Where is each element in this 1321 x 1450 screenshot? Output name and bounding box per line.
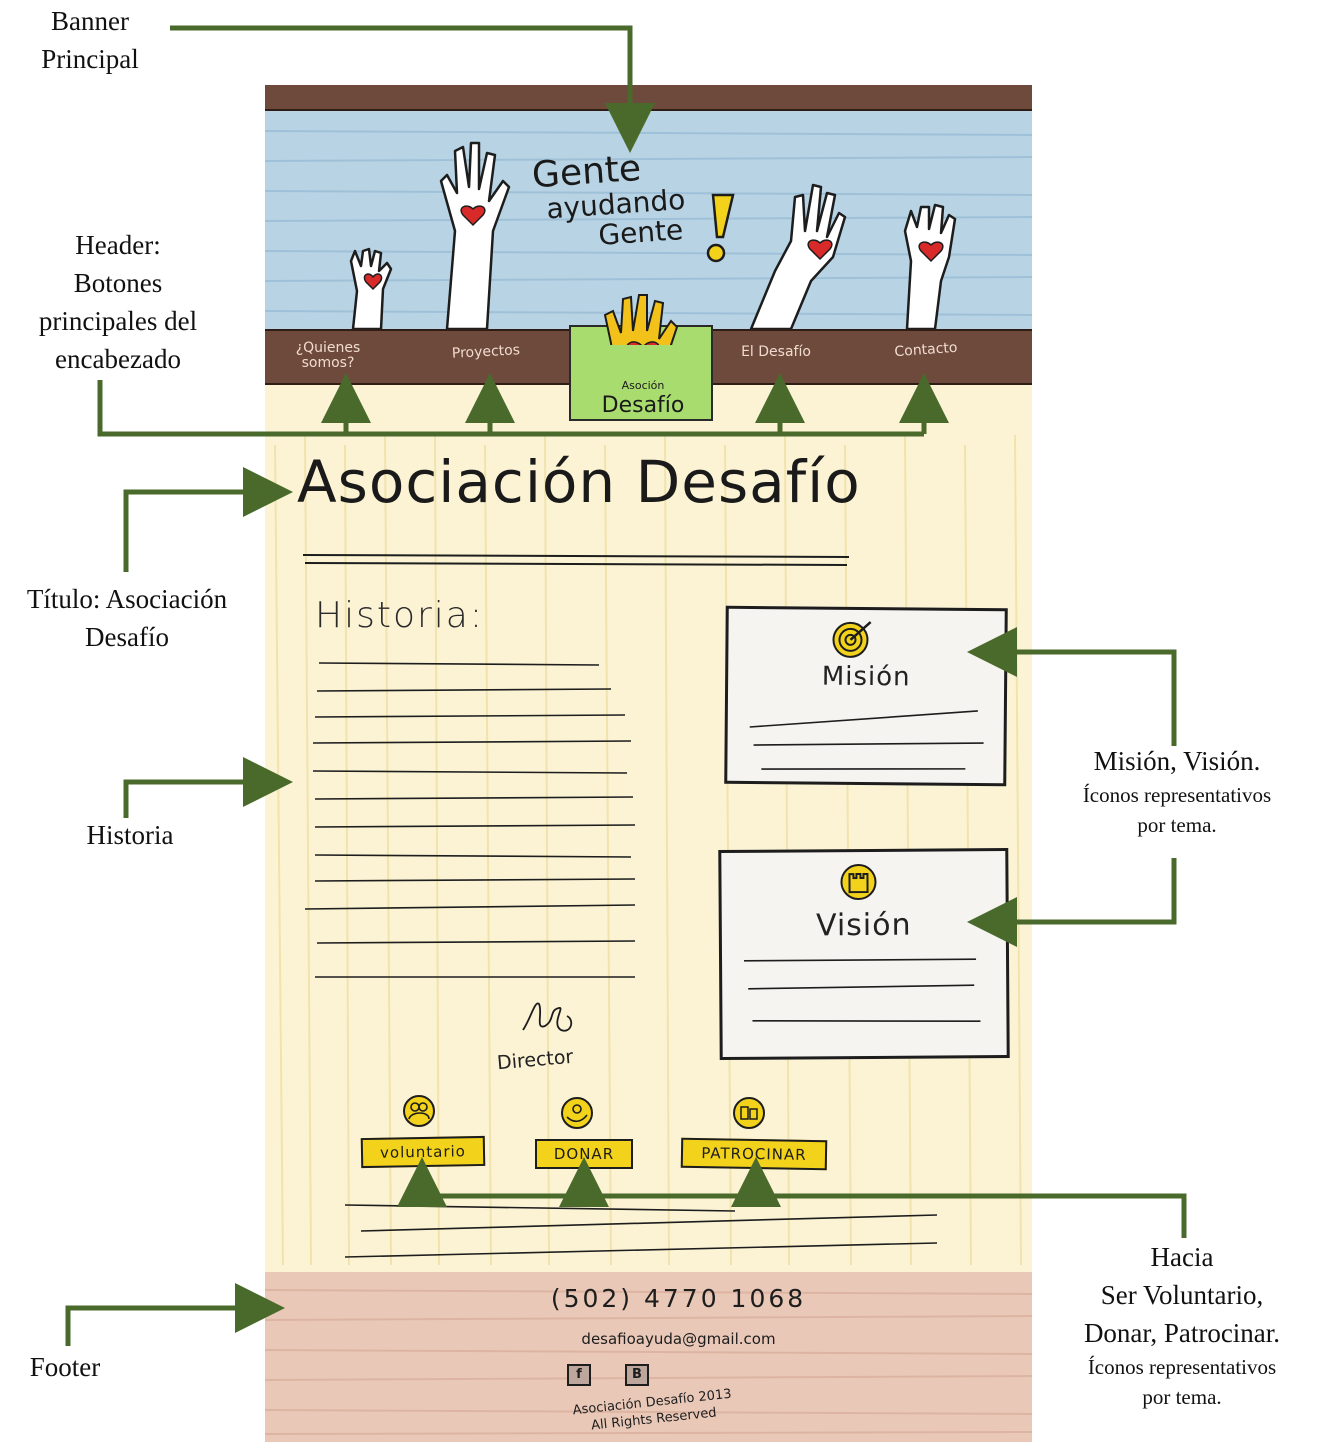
building-icon	[733, 1097, 765, 1129]
banner-texture	[265, 130, 1032, 316]
mision-card: Misión	[724, 605, 1008, 787]
note-cta: Hacia Ser Voluntario, Donar, Patrocinar.…	[1052, 1238, 1312, 1412]
vision-title: Visión	[815, 907, 912, 944]
top-wood-strip	[265, 85, 1032, 111]
director-signature	[522, 1002, 573, 1032]
patrocinar-button[interactable]: PATROCINAR	[680, 1137, 828, 1171]
title-underline	[302, 554, 850, 566]
note-banner-line-1: Banner	[51, 6, 129, 36]
note-title: Título: Asociación Desafío	[2, 580, 252, 656]
page-title: Asociación Desafío	[297, 448, 861, 516]
blogger-icon[interactable]: B	[625, 1364, 649, 1386]
sketch-page: Gente ayudando Gente ¿Quienes somos? Pro…	[265, 85, 1032, 1442]
note-title-line-1: Título: Asociación	[26, 584, 228, 614]
footer: (502) 4770 1068 desafioayuda@gmail.com f…	[265, 1272, 1032, 1442]
note-header-line-1: Header:	[75, 230, 161, 260]
hand-heart-logo-icon	[603, 294, 679, 345]
note-cta-sub-1: Íconos representativos	[1087, 1355, 1277, 1379]
note-mision-vision: Misión, Visión. Íconos representativos p…	[1052, 742, 1302, 840]
note-mision-vision-sub-2: por tema.	[1137, 813, 1217, 837]
raised-hands-illustration	[349, 141, 957, 329]
hand-coin-icon	[561, 1097, 593, 1129]
note-cta-line-2: Ser Voluntario,	[1100, 1280, 1264, 1310]
note-title-line-2: Desafío	[85, 622, 169, 652]
logo-text-large: Desafío	[601, 393, 685, 418]
note-banner-line-2: Principal	[41, 44, 139, 74]
heart-icon	[363, 205, 944, 291]
castle-icon	[840, 864, 877, 901]
note-header: Header: Botones principales del encabeza…	[18, 226, 218, 378]
note-cta-line-3: Donar, Patrocinar.	[1083, 1318, 1281, 1348]
vision-card: Visión	[718, 847, 1010, 1061]
nav-item-el-desafio[interactable]: El Desafío	[741, 344, 811, 360]
historia-heading: Historia:	[315, 595, 484, 636]
footer-texture	[265, 1289, 1032, 1435]
note-cta-line-1: Hacia	[1150, 1242, 1214, 1272]
vision-text-placeholder	[744, 958, 981, 1022]
footer-email[interactable]: desafioayuda@gmail.com	[581, 1330, 776, 1348]
people-icon	[403, 1095, 435, 1127]
nav-item-proyectos[interactable]: Proyectos	[451, 342, 521, 362]
footer-phone[interactable]: (502) 4770 1068	[550, 1284, 807, 1313]
historia-text-placeholder	[304, 662, 636, 978]
note-header-line-3: principales del	[38, 306, 198, 336]
note-cta-sub-2: por tema.	[1142, 1385, 1222, 1409]
bottom-text-placeholder	[344, 1204, 938, 1258]
mision-title: Misión	[821, 661, 911, 693]
mision-text-placeholder	[749, 710, 984, 770]
note-header-line-4: encabezado	[55, 344, 181, 374]
note-historia: Historia	[86, 820, 174, 850]
donar-button[interactable]: DONAR	[535, 1139, 633, 1169]
facebook-icon[interactable]: f	[567, 1364, 591, 1386]
note-banner: Banner Principal	[20, 2, 160, 78]
note-mision-vision-title: Misión, Visión.	[1093, 746, 1261, 776]
voluntario-button[interactable]: voluntario	[360, 1135, 486, 1169]
exclamation-icon	[706, 193, 735, 263]
banner-title: Gente ayudando Gente	[527, 144, 723, 255]
note-mision-vision-sub-1: Íconos representativos	[1082, 783, 1272, 807]
nav-item-quienes-somos[interactable]: ¿Quienes somos?	[295, 340, 361, 371]
note-footer: Footer	[29, 1352, 101, 1382]
target-icon	[832, 621, 872, 658]
logo-home-button[interactable]: Asoción Desafío	[569, 294, 713, 421]
note-header-line-2: Botones	[73, 268, 163, 298]
logo-text-small: Asoción	[621, 379, 665, 392]
nav-item-contacto[interactable]: Contacto	[893, 339, 958, 361]
